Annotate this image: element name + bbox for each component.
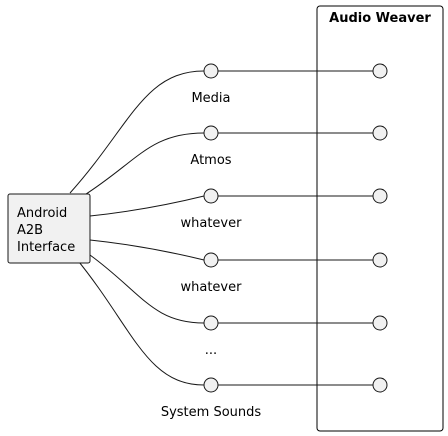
- interface-circle[interactable]: [203, 188, 219, 204]
- interface-circle[interactable]: [203, 63, 219, 79]
- edge-component-to-interface: [69, 70, 205, 194]
- interface-label: Media: [191, 91, 230, 106]
- interface-label: ...: [205, 343, 217, 358]
- component-line-1: Android: [17, 206, 67, 221]
- interface-label: whatever: [181, 216, 243, 231]
- right-edges: [218, 70, 373, 386]
- port-circle[interactable]: [372, 63, 388, 79]
- component-line-3: Interface: [17, 240, 75, 255]
- edge-component-to-interface: [89, 239, 205, 261]
- android-a2b-interface-label: Android A2B Interface: [17, 206, 75, 255]
- edge-component-to-interface: [89, 254, 205, 324]
- edge-component-to-interface: [89, 195, 205, 217]
- component-line-2: A2B: [17, 223, 43, 238]
- edge-component-to-interface: [82, 132, 205, 197]
- audio-weaver-title: Audio Weaver: [329, 11, 431, 26]
- interface-label: System Sounds: [161, 405, 262, 420]
- android-a2b-interface-node[interactable]: [7, 193, 91, 264]
- interface-label: Atmos: [190, 153, 231, 168]
- port-circle[interactable]: [372, 188, 388, 204]
- port-circle[interactable]: [372, 252, 388, 268]
- interface-circle[interactable]: [203, 125, 219, 141]
- port-circle[interactable]: [372, 315, 388, 331]
- port-circle[interactable]: [372, 125, 388, 141]
- interface-circle[interactable]: [203, 315, 219, 331]
- left-edges: [69, 70, 205, 386]
- audio-weaver-frame: [316, 5, 444, 432]
- right-port-nodes: [372, 63, 388, 393]
- edge-component-to-interface: [74, 256, 205, 386]
- interface-label: whatever: [181, 280, 243, 295]
- interface-circle[interactable]: [203, 252, 219, 268]
- interface-circle[interactable]: [203, 377, 219, 393]
- port-circle[interactable]: [372, 377, 388, 393]
